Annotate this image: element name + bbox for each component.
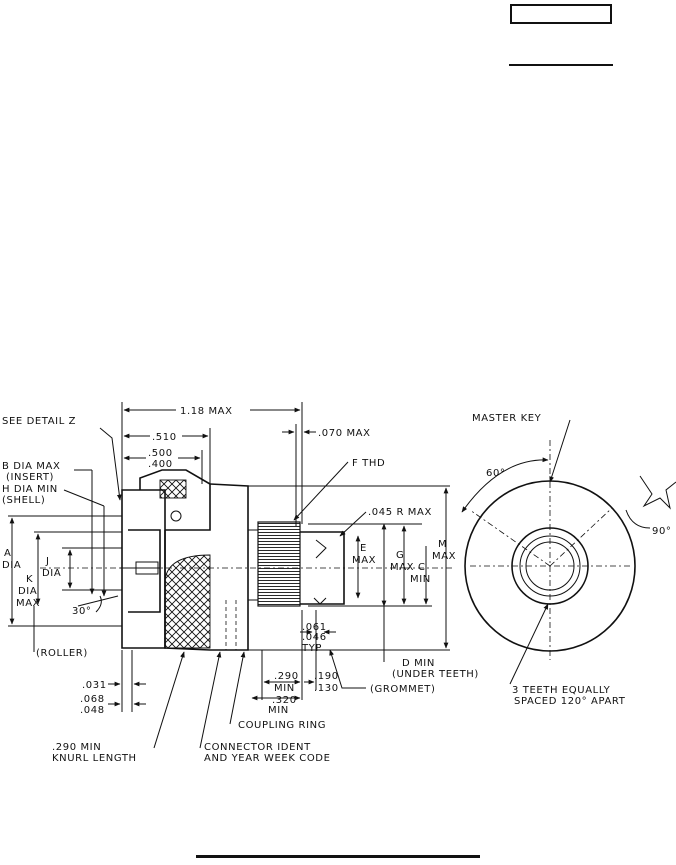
label-k: K xyxy=(26,574,33,585)
end-60-line-2 xyxy=(549,507,613,567)
label-130: .130 xyxy=(314,683,339,694)
coupling-leader xyxy=(229,651,246,725)
rear-barrel xyxy=(300,531,345,605)
label-m-max: MAX xyxy=(432,551,456,562)
label-c: C xyxy=(418,562,426,573)
teeth-leader xyxy=(509,603,549,685)
label-320: .320 xyxy=(272,695,297,706)
label-m: M xyxy=(438,539,447,550)
label-d-min: D MIN xyxy=(402,658,435,669)
grommet-edge xyxy=(313,597,327,605)
label-grommet: (GROMMET) xyxy=(370,684,435,695)
footer-rule xyxy=(196,855,480,858)
label-k-max: MAX xyxy=(16,598,40,609)
insert-face xyxy=(128,529,161,613)
label-e-max: MAX xyxy=(352,555,376,566)
label-see-detail-z: SEE DETAIL Z xyxy=(2,416,76,427)
label-068: .068 xyxy=(80,694,105,705)
detail-90-shape xyxy=(639,475,676,510)
label-400: .400 xyxy=(148,459,173,470)
header-box xyxy=(510,4,612,24)
header-rule xyxy=(509,64,613,66)
contact-socket xyxy=(135,561,159,575)
side-view xyxy=(8,402,455,749)
tooth-profile xyxy=(315,539,327,559)
master-key-leader xyxy=(549,419,571,483)
label-60: 60° xyxy=(486,468,506,479)
label-e: E xyxy=(360,543,367,554)
f-thd-leader xyxy=(293,461,349,521)
label-a: A xyxy=(4,548,11,559)
cutaway-hatch xyxy=(159,479,187,499)
label-insert: (INSERT) xyxy=(6,472,54,483)
label-30: 30° xyxy=(72,606,92,617)
label-070-max: .070 MAX xyxy=(318,428,371,439)
angle-90-arc xyxy=(625,509,651,529)
label-045-r-max: .045 R MAX xyxy=(368,507,432,518)
label-320-min: MIN xyxy=(268,705,289,716)
label-046: .046 xyxy=(302,632,327,643)
grommet-leader xyxy=(329,649,366,689)
label-f-thd: F THD xyxy=(352,458,385,469)
label-knurl-2: KNURL LENGTH xyxy=(52,753,137,764)
label-teeth-1: 3 TEETH EQUALLY xyxy=(512,685,611,696)
label-118-max: 1.18 MAX xyxy=(180,406,233,417)
label-290-min: MIN xyxy=(274,683,295,694)
label-typ: TYP xyxy=(301,643,322,654)
label-ident-2: AND YEAR WEEK CODE xyxy=(204,753,331,764)
label-under-teeth: (UNDER TEETH) xyxy=(392,669,479,680)
label-b-dia-max: B DIA MAX xyxy=(2,461,60,472)
label-roller: (ROLLER) xyxy=(36,648,88,659)
label-g: G xyxy=(396,550,404,561)
label-290: .290 xyxy=(274,671,299,682)
end-60-line-1 xyxy=(469,509,551,567)
label-ident-1: CONNECTOR IDENT xyxy=(204,742,311,753)
label-knurl-1: .290 MIN xyxy=(52,742,101,753)
detail-z-leader xyxy=(99,427,122,501)
angle-60-arc xyxy=(461,457,549,513)
thread-section xyxy=(257,521,301,607)
cutaway-section xyxy=(139,469,211,531)
end-view xyxy=(461,419,676,685)
label-j: J xyxy=(45,556,50,567)
angle-30-line xyxy=(77,595,119,607)
label-061: .061 xyxy=(302,622,327,633)
label-k-dia: DIA xyxy=(18,586,37,597)
ident-leader xyxy=(199,651,222,749)
knurl-pattern xyxy=(164,554,211,649)
label-510: .510 xyxy=(152,432,177,443)
label-g-max: MAX xyxy=(390,562,414,573)
label-shell: (SHELL) xyxy=(2,495,45,506)
label-master-key: MASTER KEY xyxy=(472,413,542,424)
front-body xyxy=(121,489,166,649)
label-teeth-2: SPACED 120° APART xyxy=(514,696,626,707)
label-coupling-ring: COUPLING RING xyxy=(238,720,326,731)
label-h-dia-min: H DIA MIN xyxy=(2,484,58,495)
h-leader-tick xyxy=(63,489,105,507)
label-031: .031 xyxy=(82,680,107,691)
label-j-dia: DIA xyxy=(42,568,61,579)
label-a-dia: DIA xyxy=(2,560,21,571)
label-190: .190 xyxy=(314,671,339,682)
label-c-min: MIN xyxy=(410,574,431,585)
angle-30-arc xyxy=(95,595,102,613)
knurl-leader xyxy=(153,651,185,749)
label-500: .500 xyxy=(148,448,173,459)
labels: SEE DETAIL Z 1.18 MAX .510 .500 .400 .07… xyxy=(2,406,672,764)
roller-ball xyxy=(170,510,182,522)
label-048: .048 xyxy=(80,705,105,716)
label-90: 90° xyxy=(652,526,672,537)
